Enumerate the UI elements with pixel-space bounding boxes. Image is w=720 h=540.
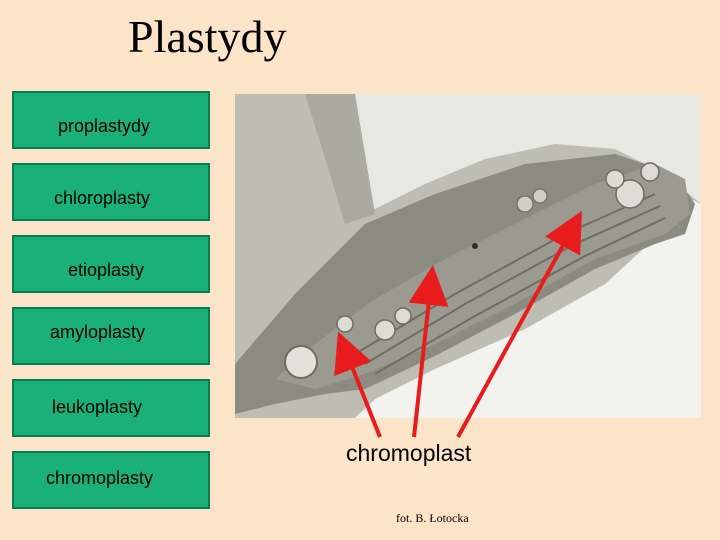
chromoplasty-label: chromoplasty bbox=[46, 468, 154, 488]
chromoplasty-button[interactable] bbox=[12, 451, 210, 509]
chloroplasty-label: chloroplasty bbox=[54, 188, 151, 208]
leukoplasty-button[interactable] bbox=[12, 379, 210, 437]
etioplasty-label: etioplasty bbox=[68, 260, 145, 280]
proplastydy-button[interactable] bbox=[12, 91, 210, 149]
micrograph-image bbox=[235, 94, 701, 418]
leukoplasty-label: leukoplasty bbox=[52, 397, 143, 417]
chromoplast-micrograph bbox=[235, 94, 701, 418]
etioplasty-button[interactable] bbox=[12, 235, 210, 293]
chromoplast-caption: chromoplast bbox=[346, 440, 472, 466]
slide-title: Plastydy bbox=[128, 11, 287, 62]
chloroplasty-button[interactable] bbox=[12, 163, 210, 221]
proplastydy-label: proplastydy bbox=[58, 116, 151, 136]
amyloplasty-button[interactable] bbox=[12, 307, 210, 365]
amyloplasty-label: amyloplasty bbox=[50, 322, 146, 342]
photo-credit: fot. B. Łotocka bbox=[396, 511, 469, 525]
